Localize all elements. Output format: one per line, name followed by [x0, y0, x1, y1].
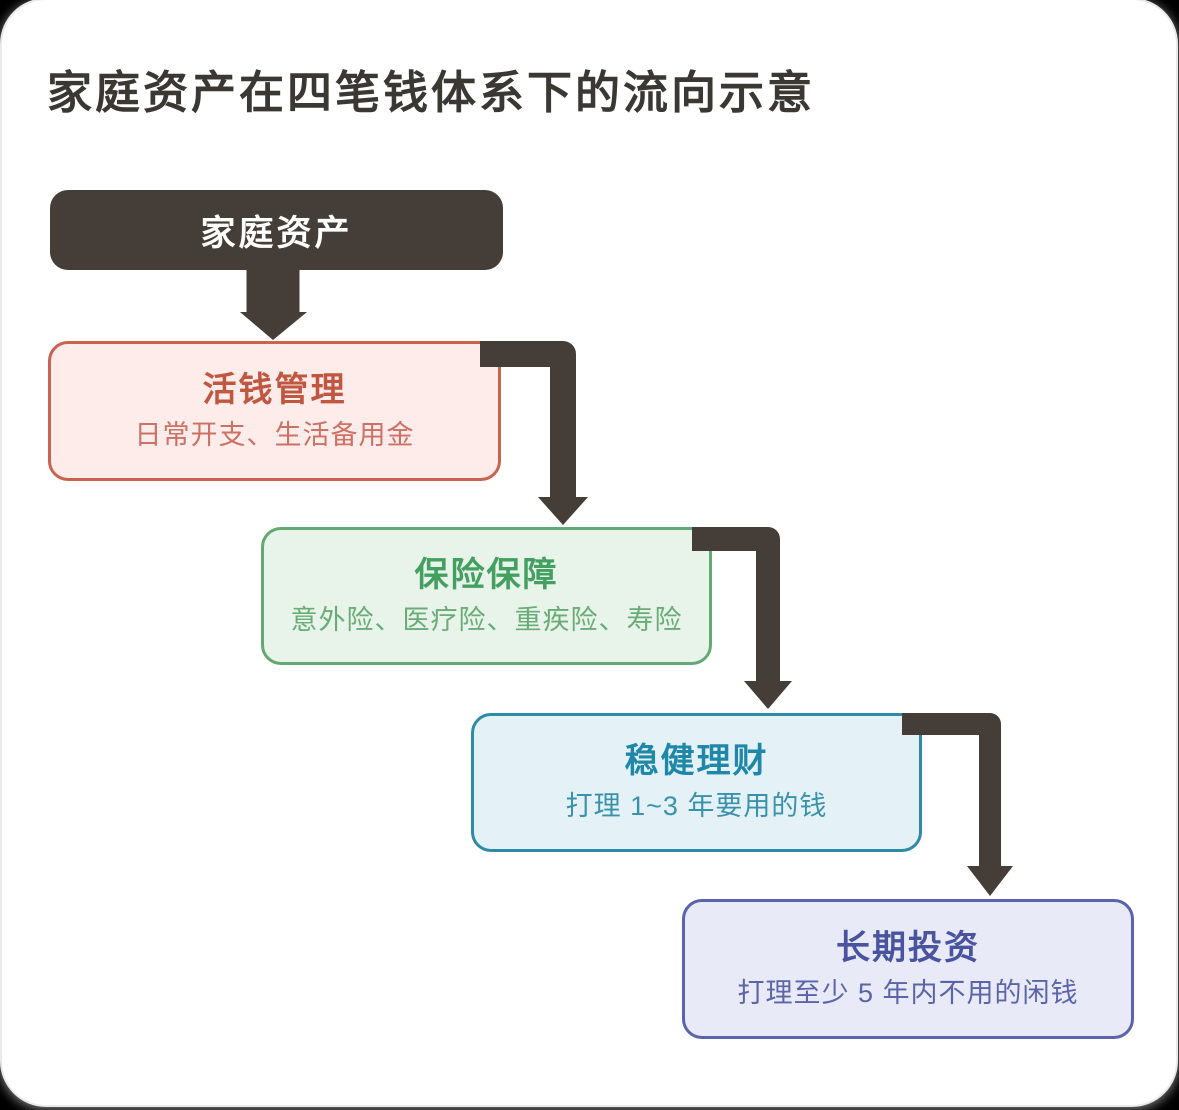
page-title: 家庭资产在四笔钱体系下的流向示意	[47, 67, 816, 118]
node-title: 稳健理财	[624, 742, 769, 781]
node-family-assets: 家庭资产	[50, 190, 503, 270]
node-subtitle: 日常开支、生活备用金	[134, 419, 415, 450]
arrow-root-to-cash-icon	[240, 262, 307, 340]
node-subtitle: 打理 1~3 年要用的钱	[565, 791, 828, 822]
node-title: 长期投资	[836, 928, 980, 967]
node-subtitle: 意外险、医疗险、重疾险、寿险	[290, 604, 683, 635]
node-insurance: 保险保障 意外险、医疗险、重疾险、寿险	[261, 527, 712, 665]
node-subtitle: 打理至少 5 年内不用的闲钱	[737, 977, 1079, 1008]
node-title: 保险保障	[414, 555, 559, 594]
node-title: 活钱管理	[202, 370, 347, 409]
node-cash-management: 活钱管理 日常开支、生活备用金	[48, 341, 501, 481]
node-title: 家庭资产	[200, 213, 353, 253]
node-stable-investment: 稳健理财 打理 1~3 年要用的钱	[471, 713, 922, 852]
node-long-term-investment: 长期投资 打理至少 5 年内不用的闲钱	[682, 899, 1134, 1039]
